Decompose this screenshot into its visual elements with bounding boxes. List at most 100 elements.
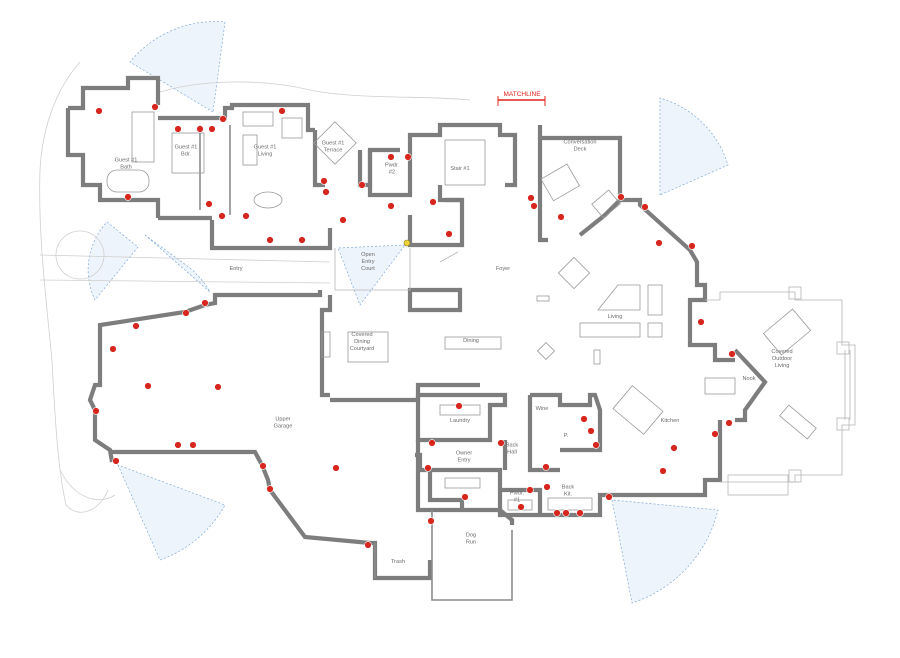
- device-marker[interactable]: [132, 322, 140, 330]
- device-marker[interactable]: [404, 153, 412, 161]
- room-label-line: Deck: [574, 146, 587, 152]
- device-marker[interactable]: [517, 503, 525, 511]
- room-label-line: #1: [514, 497, 520, 503]
- outdoor-living-outline: [705, 291, 856, 483]
- device-marker[interactable]: [688, 242, 696, 250]
- device-marker[interactable]: [205, 200, 213, 208]
- device-marker[interactable]: [605, 493, 613, 501]
- deck-fireplace: [591, 189, 621, 219]
- room-label-line: Garage: [274, 423, 293, 429]
- room-label-line: Courtyard: [350, 346, 375, 352]
- device-marker[interactable]: [322, 188, 330, 196]
- living-side-table: [593, 349, 601, 365]
- device-marker[interactable]: [320, 177, 328, 185]
- device-marker[interactable]: [214, 383, 222, 391]
- device-marker[interactable]: [530, 202, 538, 210]
- device-marker[interactable]: [576, 509, 584, 517]
- device-marker[interactable]: [728, 350, 736, 358]
- room-label-entry: Entry: [229, 266, 242, 272]
- room-label-line: Pwdr.: [510, 491, 524, 497]
- device-marker[interactable]: [208, 125, 216, 133]
- device-marker[interactable]: [543, 483, 551, 491]
- nook-wall: [733, 348, 768, 423]
- stair-core-wall: [407, 122, 518, 188]
- room-label-line: Entry: [361, 259, 374, 265]
- device-marker[interactable]: [278, 107, 286, 115]
- site-boundary: [39, 61, 109, 513]
- device-marker[interactable]: [592, 441, 600, 449]
- device-marker[interactable]: [196, 125, 204, 133]
- device-marker[interactable]: [542, 463, 550, 471]
- device-marker[interactable]: [92, 407, 100, 415]
- site-curve-top: [159, 81, 471, 101]
- room-label-line: Laundry: [450, 418, 470, 424]
- device-marker[interactable]: [527, 194, 535, 202]
- device-marker[interactable]: [144, 382, 152, 390]
- device-marker[interactable]: [497, 439, 505, 447]
- device-marker[interactable]: [266, 236, 274, 244]
- device-marker[interactable]: [429, 198, 437, 206]
- courtyard-table: [347, 331, 389, 363]
- device-marker[interactable]: [557, 213, 565, 221]
- room-label-line: Back: [506, 443, 519, 449]
- device-marker[interactable]: [725, 419, 733, 427]
- grill-counter: [727, 474, 789, 496]
- device-marker[interactable]: [151, 103, 159, 111]
- device-marker[interactable]: [124, 193, 132, 201]
- matchline: MATCHLINE: [497, 91, 546, 106]
- device-marker[interactable]: [266, 485, 274, 493]
- device-marker[interactable]: [95, 107, 103, 115]
- room-label-line: Living: [608, 314, 623, 320]
- device-marker[interactable]: [358, 181, 366, 189]
- device-marker[interactable]: [387, 153, 395, 161]
- device-marker[interactable]: [339, 216, 347, 224]
- device-marker[interactable]: [445, 230, 453, 238]
- device-marker[interactable]: [641, 203, 649, 211]
- device-marker[interactable]: [109, 345, 117, 353]
- device-marker[interactable]: [427, 517, 435, 525]
- device-marker[interactable]: [174, 441, 182, 449]
- room-label-line: Kit.: [564, 491, 573, 497]
- device-marker[interactable]: [711, 430, 719, 438]
- room-label-line: Terrace: [324, 147, 343, 153]
- device-marker[interactable]: [580, 415, 588, 423]
- device-marker[interactable]: [670, 444, 678, 452]
- device-marker[interactable]: [553, 509, 561, 517]
- device-marker[interactable]: [617, 193, 625, 201]
- device-marker-alt[interactable]: [403, 239, 411, 247]
- device-marker[interactable]: [219, 115, 227, 123]
- device-marker[interactable]: [218, 212, 226, 220]
- device-marker[interactable]: [201, 299, 209, 307]
- back-kit-counter: [547, 497, 593, 511]
- room-label-trash: Trash: [391, 559, 405, 565]
- device-marker[interactable]: [259, 462, 267, 470]
- device-marker[interactable]: [242, 212, 250, 220]
- device-marker[interactable]: [424, 464, 432, 472]
- device-marker[interactable]: [697, 318, 705, 326]
- device-marker[interactable]: [387, 202, 395, 210]
- device-marker[interactable]: [455, 402, 463, 410]
- device-marker[interactable]: [174, 125, 182, 133]
- device-marker[interactable]: [587, 427, 595, 435]
- device-marker[interactable]: [182, 309, 190, 317]
- device-marker[interactable]: [112, 457, 120, 465]
- guest-chair: [281, 117, 303, 139]
- room-label-line: Guest #1: [175, 145, 198, 151]
- room-label-dining: Dining: [463, 338, 479, 344]
- stair-inner: [437, 185, 462, 203]
- device-marker[interactable]: [364, 541, 372, 549]
- dining-west-wall: [319, 295, 333, 398]
- device-marker[interactable]: [298, 236, 306, 244]
- room-label-living: Living: [608, 314, 623, 320]
- room-label-line: Bdr.: [181, 151, 191, 157]
- device-marker[interactable]: [189, 441, 197, 449]
- device-marker[interactable]: [562, 509, 570, 517]
- device-marker[interactable]: [332, 464, 340, 472]
- device-marker[interactable]: [655, 239, 663, 247]
- room-label-line: Entry: [229, 266, 242, 272]
- device-marker[interactable]: [659, 467, 667, 475]
- device-marker[interactable]: [526, 486, 534, 494]
- device-marker[interactable]: [461, 493, 469, 501]
- device-marker[interactable]: [428, 439, 436, 447]
